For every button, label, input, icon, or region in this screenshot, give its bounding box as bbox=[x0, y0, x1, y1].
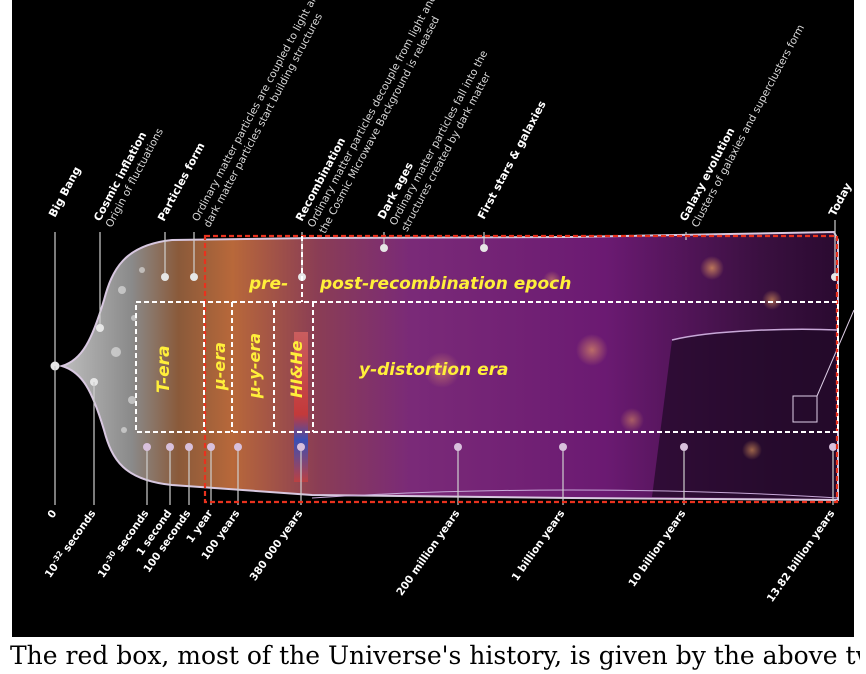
structure-curve bbox=[671, 328, 839, 341]
svg-text:Today: Today bbox=[826, 181, 854, 219]
svg-text:Clusters of galaxies and super: Clusters of galaxies and superclusters f… bbox=[690, 23, 808, 230]
galaxy-glow bbox=[543, 271, 561, 289]
galaxy-glow bbox=[576, 334, 608, 366]
shell-curve bbox=[311, 489, 839, 499]
galaxy-glow bbox=[424, 352, 460, 388]
zoom-box bbox=[792, 395, 818, 423]
era-t-label: T-era bbox=[154, 345, 174, 393]
zoom-pointer bbox=[816, 309, 854, 397]
svg-text:Big Bang: Big Bang bbox=[46, 164, 83, 219]
bottom-pointers bbox=[54, 366, 834, 505]
timeline-diagram: pre- post-recombination epoch y-distorti… bbox=[43, 0, 854, 605]
tick-10-billion-years: 10 billion years bbox=[626, 508, 688, 589]
era-muy-label: μ-y-era bbox=[245, 333, 264, 399]
tick-380000-years: 380 000 years bbox=[248, 508, 306, 583]
tick-1-billion-years: 1 billion years bbox=[510, 508, 568, 583]
label-today: Today bbox=[826, 181, 854, 219]
bottom-dots bbox=[143, 443, 837, 451]
era-mu-label: μ-era bbox=[210, 342, 229, 391]
era-post-label: post-recombination epoch bbox=[319, 274, 571, 294]
tick-0: 0 bbox=[45, 508, 59, 521]
inflation-bubbles bbox=[111, 267, 145, 433]
label-cosmic-inflation: Cosmic inflation Origin of fluctuations bbox=[91, 126, 166, 229]
tick-200-million-years: 200 million years bbox=[394, 508, 462, 598]
galaxy-glow bbox=[620, 408, 644, 432]
era-pre-label: pre- bbox=[248, 274, 288, 294]
cosmic-timeline-figure: pre- post-recombination epoch y-distorti… bbox=[12, 0, 854, 637]
galaxy-glow bbox=[762, 290, 782, 310]
cmb-strip bbox=[294, 332, 308, 482]
label-galaxy-evolution: Galaxy evolution Clusters of galaxies an… bbox=[677, 23, 808, 230]
era-hihe-label: HI&He bbox=[287, 340, 306, 398]
galaxy-glow bbox=[742, 440, 762, 460]
time-ticks: 0 10-32 seconds 10-30 seconds 1 second 1… bbox=[43, 507, 838, 605]
label-big-bang: Big Bang bbox=[46, 164, 83, 219]
tick-13-82-billion-years: 13.82 billion years bbox=[765, 508, 838, 605]
galaxy-glow bbox=[700, 256, 724, 280]
deep-space-region bbox=[652, 329, 836, 498]
white-box bbox=[135, 301, 839, 433]
era-y-label: y-distortion era bbox=[359, 360, 508, 380]
figure-caption: The red box, most of the Universe's hist… bbox=[10, 641, 860, 670]
label-first-stars: First stars & galaxies bbox=[475, 98, 549, 221]
svg-text:First stars & galaxies: First stars & galaxies bbox=[475, 98, 549, 221]
